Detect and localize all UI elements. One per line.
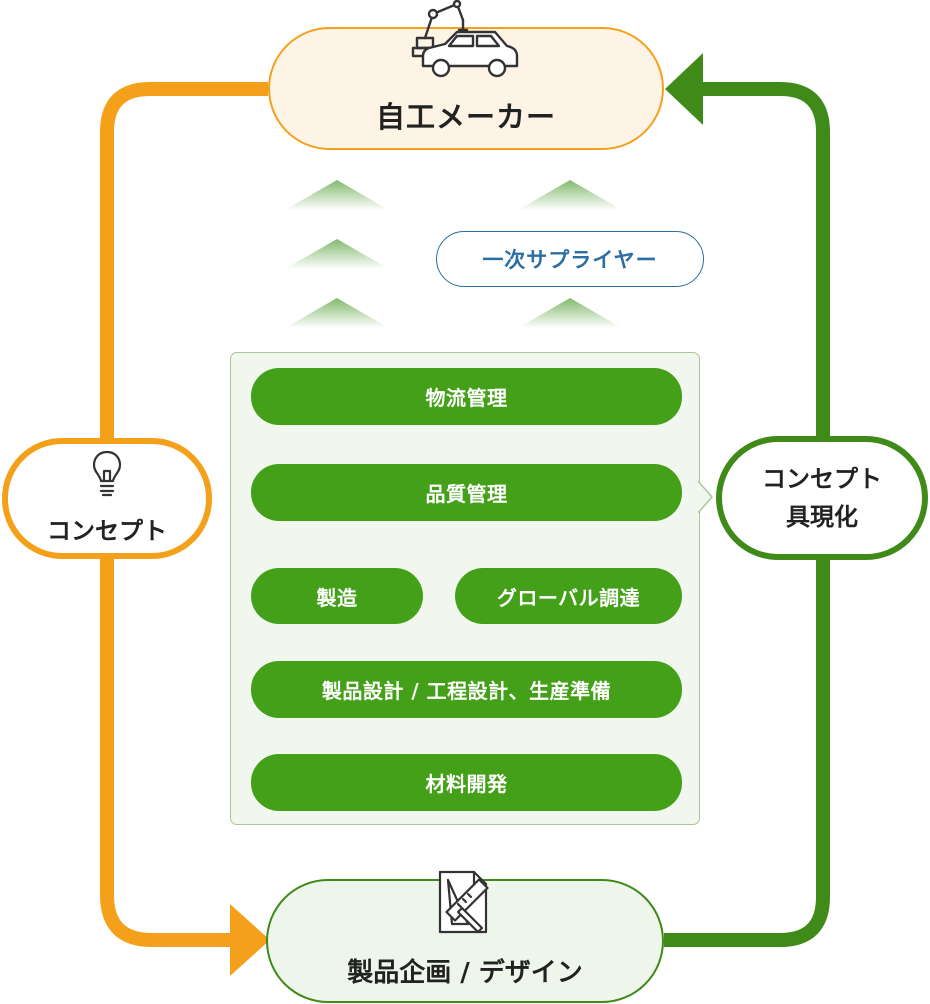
- upward-chevrons-left: [285, 180, 389, 328]
- realization-label-line1: コンセプト: [762, 465, 882, 493]
- step-manufacturing: 製造: [251, 568, 423, 624]
- concept-node: [2, 438, 212, 559]
- concept-arrowhead: [230, 904, 270, 976]
- step-logistics: 物流管理: [251, 368, 682, 425]
- concept-label: コンセプト: [47, 517, 167, 545]
- step-materials-development: 材料開発: [251, 754, 682, 811]
- step-quality-control: 品質管理: [251, 464, 682, 521]
- design-ruler-icon: [438, 870, 489, 934]
- lightbulb-icon: [92, 450, 122, 497]
- concept-flow-arrow: [100, 82, 268, 947]
- car-robot-arm-icon: [411, 0, 519, 78]
- concept-realization-node: コンセプト 具現化: [716, 436, 928, 560]
- step-global-sourcing: グローバル調達: [455, 568, 682, 624]
- product-planning-label: 製品企画 / デザイン: [347, 958, 583, 988]
- panel-pointer: [698, 481, 713, 513]
- realization-arrowhead: [665, 53, 703, 125]
- tier1-supplier-label: 一次サプライヤー: [436, 231, 704, 287]
- upward-chevrons-right: [518, 180, 622, 328]
- realization-label-line2: 具現化: [786, 503, 858, 531]
- step-design-preparation: 製品設計 / 工程設計、生産準備: [251, 661, 682, 718]
- oem-label: 自工メーカー: [375, 100, 556, 134]
